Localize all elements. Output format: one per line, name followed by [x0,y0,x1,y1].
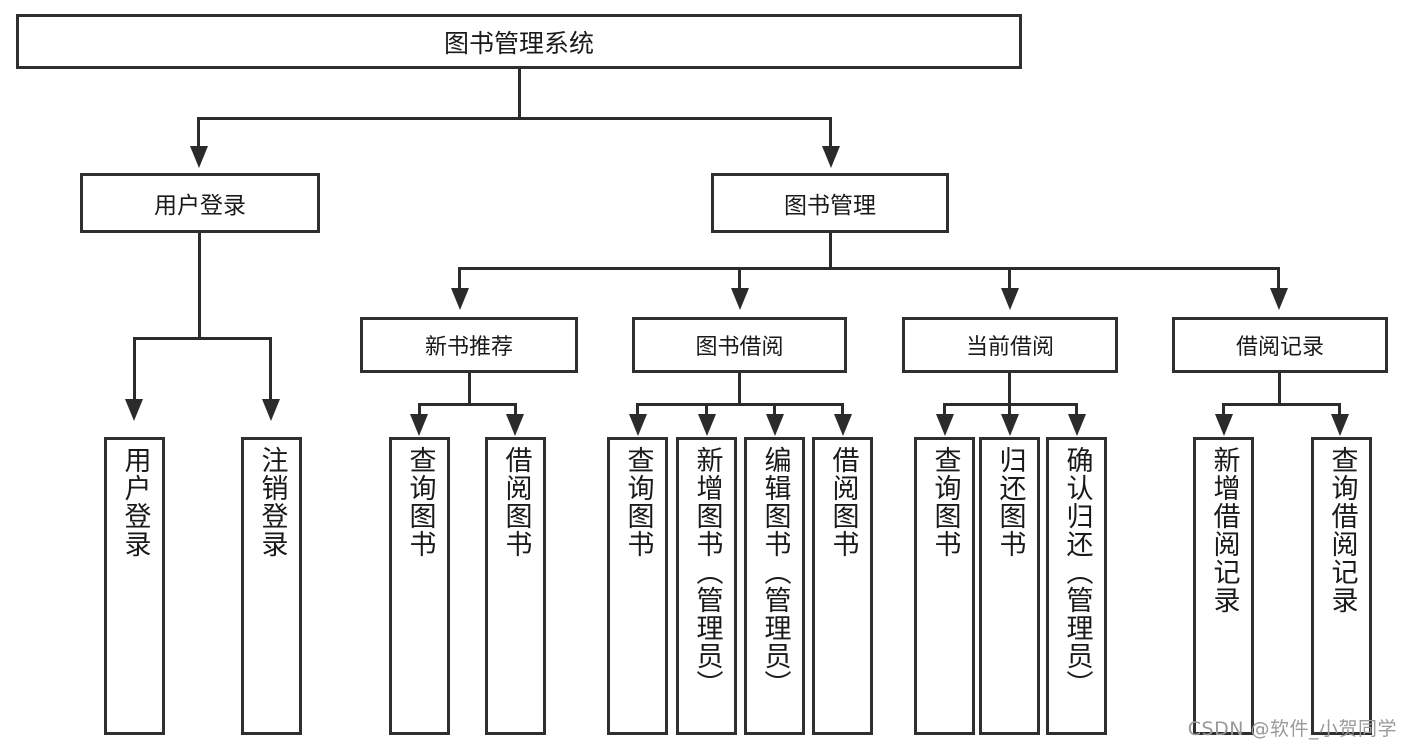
leaf-label: 注销登录 [256,446,288,558]
connector-currentborrow-drop-3 [1075,403,1078,415]
leaf-query-borrow-record[interactable]: 查询借阅记录 [1311,437,1372,735]
node-book-management[interactable]: 图书管理 [711,173,949,233]
node-borrow-record[interactable]: 借阅记录 [1172,317,1388,373]
connector-newbook-drop-1 [418,403,421,415]
arrow-bookborrow-leaf-1 [629,414,647,436]
arrow-borrowrecord-leaf-1 [1215,414,1233,436]
arrow-currentborrow-leaf-3 [1068,414,1086,436]
leaf-edit-book-admin[interactable]: 编辑图书（管理员） [744,437,805,735]
leaf-borrow-book-recommend[interactable]: 借阅图书 [485,437,546,735]
node-root-system[interactable]: 图书管理系统 [16,14,1022,69]
leaf-label: 编辑图书（管理员） [759,446,791,698]
leaf-logout[interactable]: 注销登录 [241,437,302,735]
connector-bookmgmt-stem [829,233,832,269]
leaf-query-book-recommend[interactable]: 查询图书 [389,437,450,735]
node-label: 当前借阅 [965,335,1054,360]
connector-newbook-drop-2 [514,403,517,415]
leaf-query-book-current[interactable]: 查询图书 [914,437,975,735]
connector-root-to-bookmgmt [829,117,832,147]
connector-currentborrow-drop-2 [1008,403,1011,415]
arrow-newbook-leaf-1 [410,414,428,436]
connector-userlogin-drop-2 [269,337,272,400]
connector-userlogin-drop-1 [133,337,136,400]
leaf-label: 新增图书（管理员） [691,446,723,698]
node-book-borrow[interactable]: 图书借阅 [632,317,847,373]
connector-bookborrow-bus [636,403,843,406]
connector-bookborrow-drop-4 [841,403,844,415]
arrow-userlogin-leaf-2 [262,399,280,421]
connector-root-bus [197,117,832,120]
connector-bookmgmt-bus [458,267,1280,270]
arrow-bookborrow-leaf-4 [834,414,852,436]
leaf-label: 归还图书 [994,446,1026,558]
node-label: 图书管理 [784,193,876,219]
connector-bookmgmt-drop-4 [1277,267,1280,289]
connector-bookmgmt-drop-3 [1008,267,1011,289]
connector-bookborrow-drop-2 [705,403,708,415]
arrow-bookborrow-leaf-3 [766,414,784,436]
node-label: 用户登录 [154,193,246,219]
connector-userlogin-stem [198,233,201,339]
leaf-label: 借阅图书 [827,446,859,558]
leaf-label: 查询图书 [404,446,436,558]
connector-bookmgmt-drop-1 [458,267,461,289]
arrow-root-to-userlogin [190,146,208,168]
connector-newbook-stem [468,373,471,405]
leaf-query-book-borrow[interactable]: 查询图书 [607,437,668,735]
leaf-label: 查询借阅记录 [1326,446,1358,614]
connector-borrowrecord-bus [1222,403,1341,406]
connector-newbook-bus [418,403,517,406]
connector-bookborrow-drop-1 [636,403,639,415]
leaf-label: 新增借阅记录 [1208,446,1240,614]
node-new-book-recommend[interactable]: 新书推荐 [360,317,578,373]
connector-root-to-userlogin [197,117,200,147]
arrow-userlogin-leaf-1 [125,399,143,421]
arrow-root-to-bookmgmt [822,146,840,168]
connector-bookmgmt-drop-2 [738,267,741,289]
arrow-bookmgmt-to-borrow [731,288,749,310]
connector-borrowrecord-drop-1 [1222,403,1225,415]
node-label: 图书管理系统 [443,28,594,58]
connector-currentborrow-stem [1008,373,1011,405]
leaf-user-login[interactable]: 用户登录 [104,437,165,735]
leaf-label: 查询图书 [622,446,654,558]
leaf-label: 确认归还（管理员） [1061,446,1093,698]
csdn-watermark: CSDN @软件_小贺同学 [1187,718,1397,740]
arrow-bookmgmt-to-current [1001,288,1019,310]
connector-bookborrow-drop-3 [773,403,776,415]
arrow-bookmgmt-to-record [1270,288,1288,310]
arrow-currentborrow-leaf-1 [936,414,954,436]
leaf-label: 借阅图书 [500,446,532,558]
connector-borrowrecord-stem [1278,373,1281,405]
leaf-add-borrow-record[interactable]: 新增借阅记录 [1193,437,1254,735]
leaf-return-book[interactable]: 归还图书 [979,437,1040,735]
arrow-bookborrow-leaf-2 [698,414,716,436]
connector-bookborrow-stem [738,373,741,405]
node-label: 借阅记录 [1235,335,1324,360]
connector-borrowrecord-drop-2 [1338,403,1341,415]
node-label: 新书推荐 [424,335,513,360]
connector-userlogin-bus [133,337,272,340]
arrow-bookmgmt-to-newbook [451,288,469,310]
leaf-label: 查询图书 [929,446,961,558]
leaf-add-book-admin[interactable]: 新增图书（管理员） [676,437,737,735]
leaf-label: 用户登录 [119,446,151,558]
connector-root-stem [518,69,521,119]
leaf-confirm-return-admin[interactable]: 确认归还（管理员） [1046,437,1107,735]
node-label: 图书借阅 [695,335,784,360]
node-user-login[interactable]: 用户登录 [80,173,320,233]
connector-currentborrow-drop-1 [943,403,946,415]
arrow-currentborrow-leaf-2 [1001,414,1019,436]
arrow-borrowrecord-leaf-2 [1331,414,1349,436]
node-current-borrow[interactable]: 当前借阅 [902,317,1118,373]
arrow-newbook-leaf-2 [506,414,524,436]
leaf-borrow-book[interactable]: 借阅图书 [812,437,873,735]
